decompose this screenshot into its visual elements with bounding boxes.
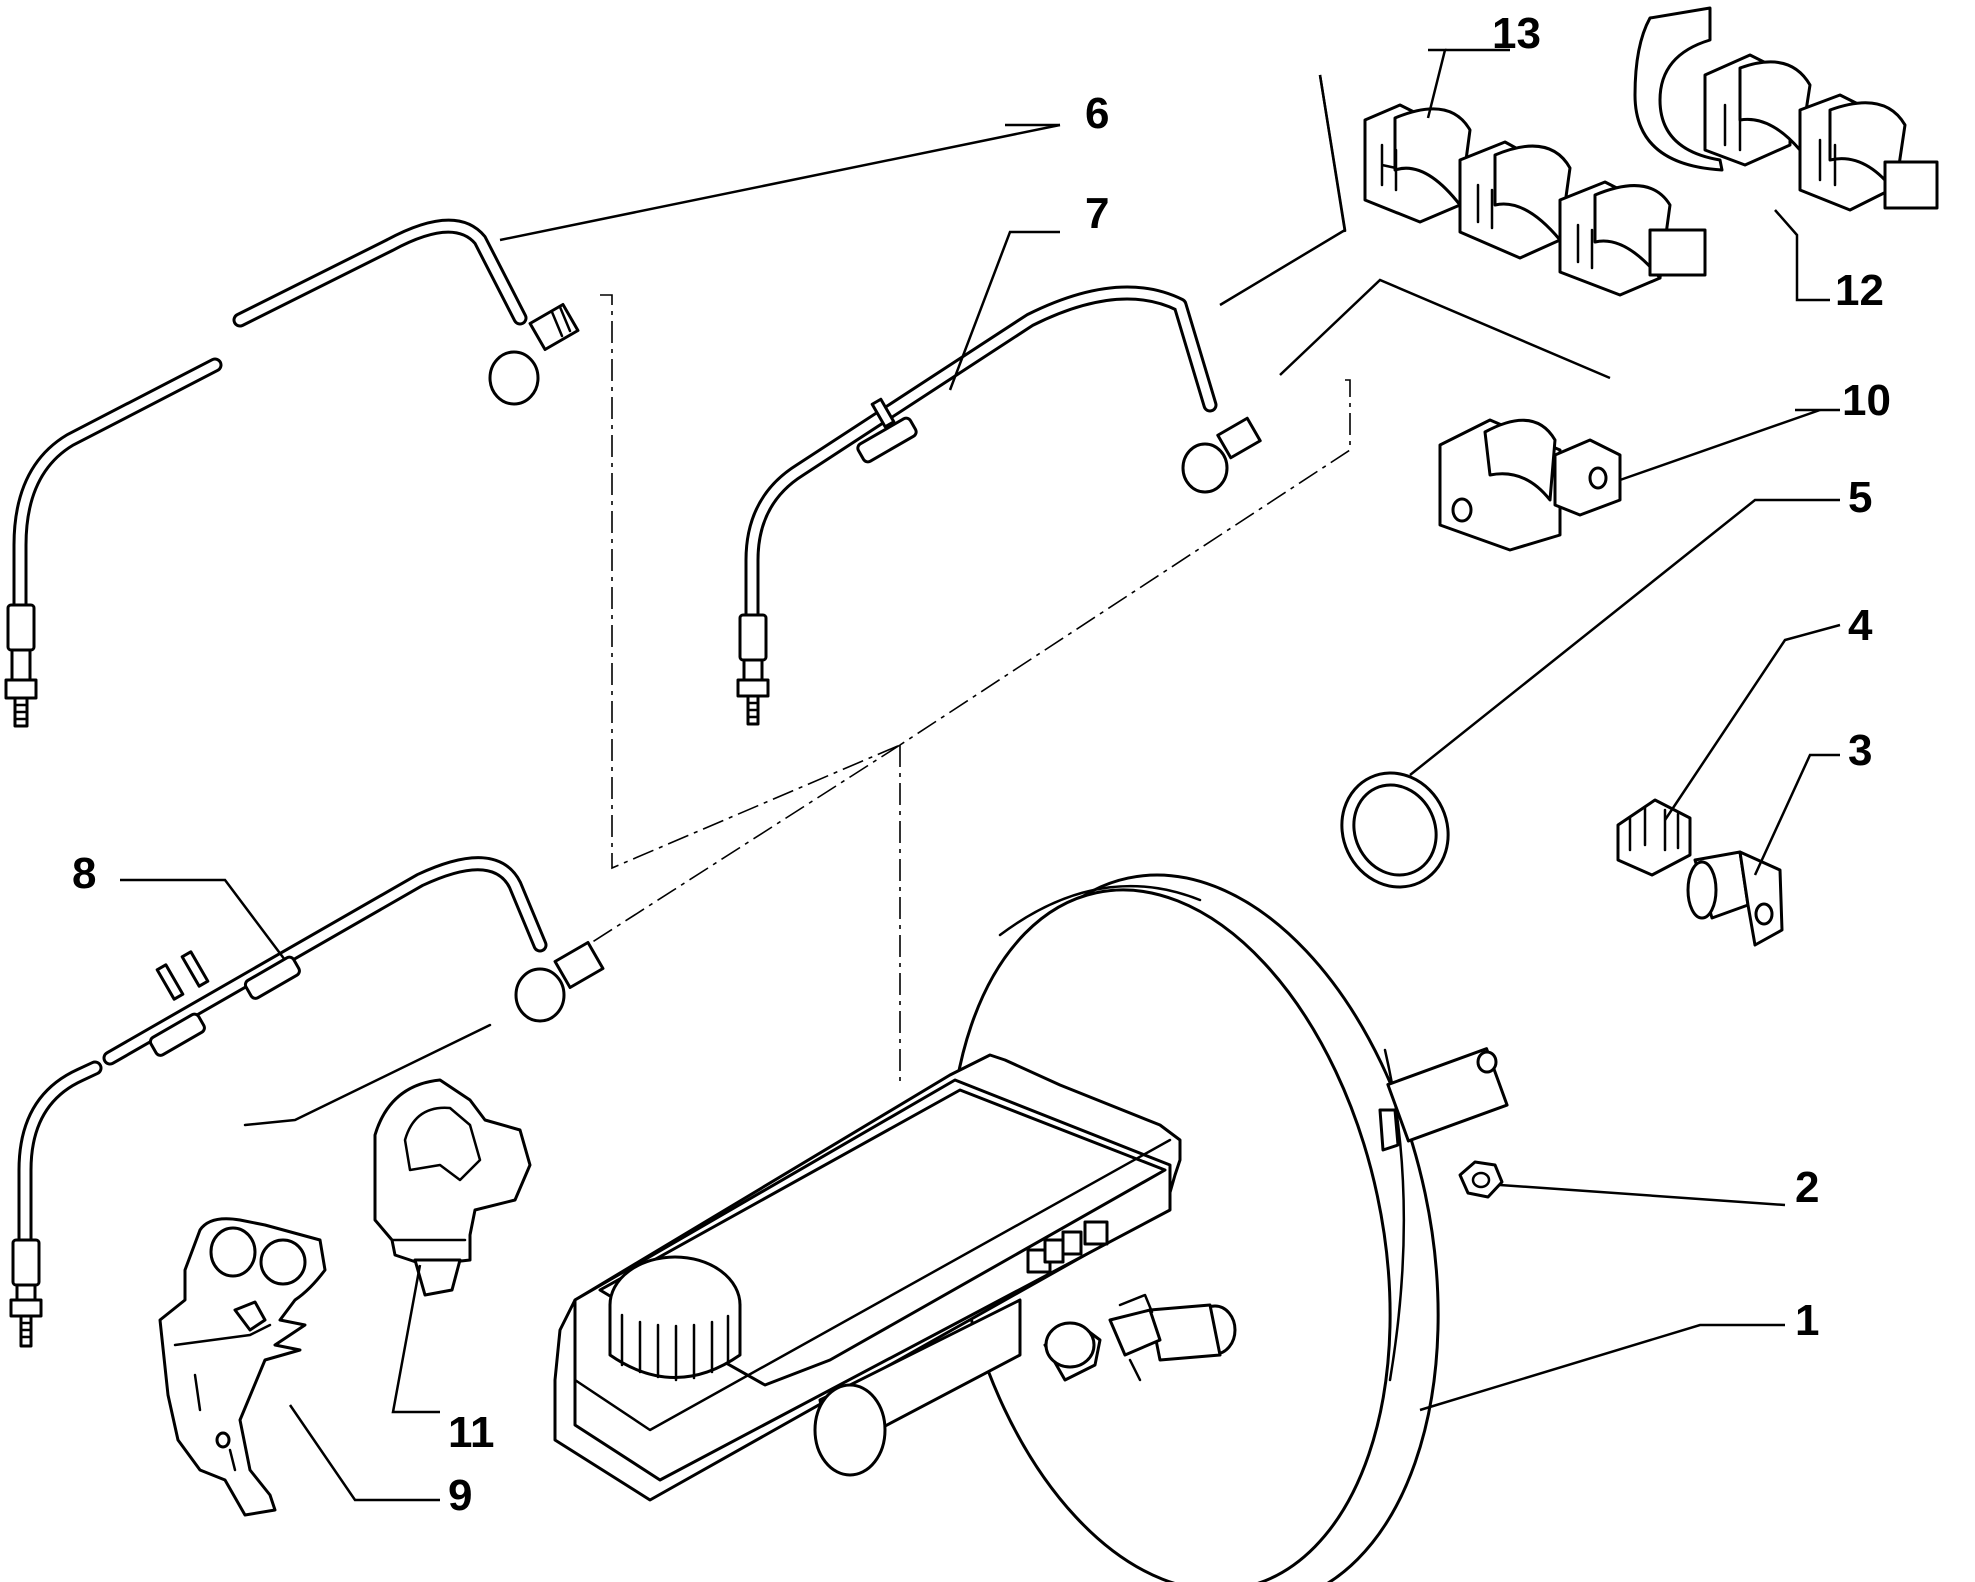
callout-13: 13	[1492, 9, 1541, 58]
hex-nut-2	[1458, 1160, 1504, 1199]
callout-labels: 1 2 3 4 5 6 7 8 9 10 11 12 13	[72, 9, 1891, 1520]
callout-3: 3	[1848, 726, 1872, 775]
callout-6: 6	[1085, 89, 1109, 138]
callout-5: 5	[1848, 473, 1872, 522]
mounting-bracket-9	[158, 1217, 327, 1517]
master-cylinder-reservoir	[553, 1053, 1237, 1502]
brake-pipe-6	[4, 218, 580, 728]
callout-10: 10	[1842, 376, 1891, 425]
callout-8: 8	[72, 849, 96, 898]
leader-lines	[120, 48, 1841, 1502]
o-ring-seal-5	[1340, 771, 1450, 889]
pipe-clip-loop-12	[1633, 6, 1939, 212]
callout-4: 4	[1848, 601, 1873, 650]
callout-11: 11	[448, 1408, 495, 1457]
callout-2: 2	[1795, 1163, 1819, 1212]
callout-12: 12	[1835, 266, 1884, 315]
clevis-pin-3	[1686, 850, 1784, 947]
pipe-clip-10	[1438, 418, 1622, 552]
callout-9: 9	[448, 1471, 472, 1520]
retaining-clip-4	[1616, 798, 1692, 877]
brake-pipe-7	[736, 285, 1262, 726]
brake-pipe-8	[9, 856, 605, 1348]
pipe-bracket-11	[373, 1078, 532, 1297]
pipe-clip-triple-13	[1363, 103, 1707, 297]
dashed-reference-lines	[579, 294, 1351, 1085]
callout-1: 1	[1795, 1296, 1819, 1345]
callout-7: 7	[1085, 189, 1109, 238]
brake-servo-1	[948, 873, 1509, 1582]
